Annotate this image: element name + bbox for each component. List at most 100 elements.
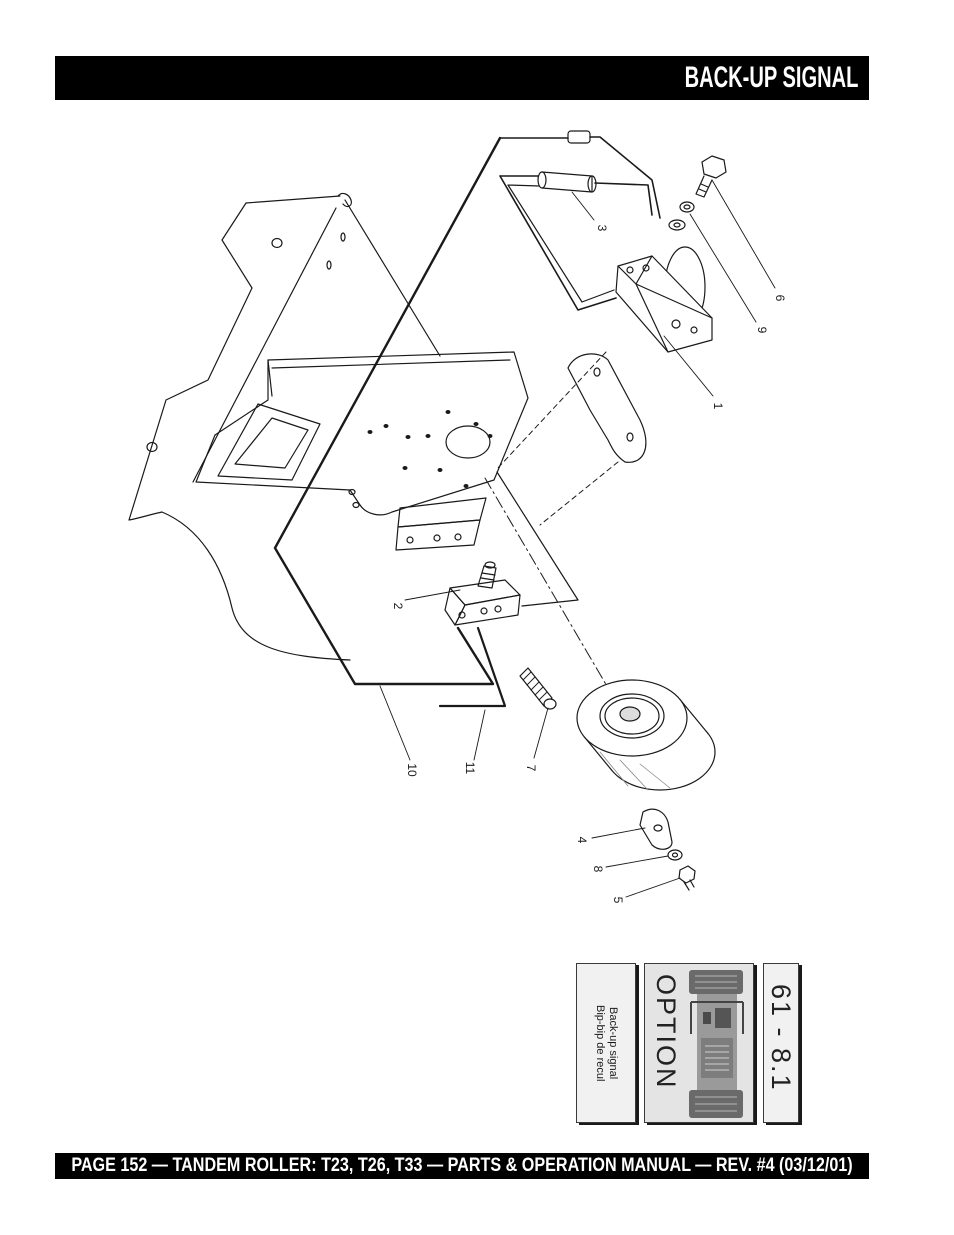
callout-8: 8 — [591, 866, 605, 873]
frame-hole — [326, 260, 332, 270]
option-description: Back-up signal Bip-bip de recul — [593, 1005, 619, 1081]
center-line — [484, 477, 629, 723]
frame-outline — [128, 195, 351, 661]
screw-5 — [678, 865, 696, 891]
callout-11: 11 — [463, 762, 477, 775]
wire-10 — [273, 136, 502, 686]
washer-8 — [667, 849, 683, 861]
callout-10: 10 — [405, 763, 419, 777]
footer-text: PAGE 152 — TANDEM ROLLER: T23, T26, T33 … — [71, 1155, 853, 1176]
plate-lip — [267, 359, 511, 397]
plate-hole — [473, 422, 479, 426]
callout-2: 2 — [391, 603, 405, 610]
washer-hole — [673, 222, 681, 228]
bracket-hole — [593, 367, 601, 377]
plate-large-hole — [445, 425, 491, 459]
horn-center-hole — [619, 706, 641, 722]
wire-connector — [567, 130, 591, 144]
clip-hole — [653, 824, 663, 832]
page-title: BACK-UP SIGNAL — [684, 61, 858, 94]
horn-ring — [599, 693, 665, 739]
switch-plunger-thread — [480, 572, 496, 581]
leader-1 — [663, 335, 714, 397]
alarm-hole — [671, 319, 681, 329]
callout-9: 9 — [755, 327, 769, 334]
curved-bracket — [567, 353, 647, 463]
plate-hole — [425, 434, 431, 438]
alarm-hole — [642, 264, 650, 272]
assembly-line — [539, 461, 619, 526]
description-french: Bip-bip de recul — [594, 1004, 606, 1082]
plate-window-inner — [234, 417, 309, 469]
header-bar: BACK-UP SIGNAL — [55, 56, 869, 100]
leader-10 — [379, 685, 411, 761]
switch-plunger-tip — [484, 561, 496, 569]
roller-seat — [715, 1008, 731, 1028]
leader-5 — [625, 877, 681, 898]
leader-3 — [571, 191, 595, 221]
plate-hole — [437, 468, 443, 472]
callout-4: 4 — [575, 837, 589, 844]
clip-body — [639, 808, 673, 850]
leader-8 — [605, 855, 669, 868]
washer — [679, 201, 695, 213]
leader-7 — [533, 707, 549, 759]
assembly-line — [495, 351, 607, 471]
bolt-thread — [698, 183, 709, 193]
plate-hole — [405, 435, 411, 439]
switch-front — [454, 594, 521, 626]
option-label-panel: OPTION — [644, 963, 754, 1123]
bolt-head — [701, 155, 727, 179]
roller-steering — [703, 1012, 711, 1024]
lower-block — [395, 497, 487, 551]
plate-window — [217, 403, 321, 481]
frame-fold — [192, 207, 337, 483]
switch-hole — [494, 605, 502, 613]
parts-diagram: 3 6 9 1 2 10 11 7 4 8 5 — [128, 130, 787, 904]
mounting-plate — [195, 351, 529, 516]
frame-hole — [146, 441, 158, 453]
horn-shading — [599, 751, 671, 791]
plate-hole — [463, 484, 469, 488]
washer-9 — [668, 201, 695, 231]
roller-rops — [690, 1001, 744, 1034]
plate-hole — [383, 424, 389, 428]
wire-top-right — [589, 136, 661, 219]
plate-outline — [195, 351, 529, 516]
connector-end — [537, 171, 547, 189]
lower-block-hole — [454, 533, 462, 541]
curved-bracket-plate — [567, 353, 647, 463]
option-label: OPTION — [651, 974, 681, 1090]
description-english: Back-up signal — [607, 1006, 619, 1080]
bolt-shank — [695, 175, 713, 198]
footer-bar: PAGE 152 — TANDEM ROLLER: T23, T26, T33 … — [55, 1153, 869, 1179]
bolt-7 — [519, 667, 557, 710]
switch-hole — [480, 607, 488, 615]
callout-7: 7 — [524, 765, 538, 772]
plate-holes — [367, 410, 493, 488]
bolt-6 — [695, 155, 727, 198]
washer-hole — [671, 852, 679, 858]
connector-3 — [537, 171, 597, 193]
frame-bracket — [128, 192, 441, 661]
switch-side — [444, 587, 466, 626]
plate-hole — [402, 466, 408, 470]
plate-hole — [348, 488, 356, 496]
roller-illustration — [689, 970, 744, 1118]
frame-edge — [344, 199, 441, 357]
wire-loop-inner — [507, 184, 615, 303]
lower-block-hole — [433, 534, 441, 542]
kit-number: 61 - 8.1 — [766, 984, 796, 1092]
leader-4 — [591, 827, 646, 839]
roller-drum-rear-lines — [695, 1096, 737, 1112]
callout-1: 1 — [711, 403, 725, 410]
connector-end — [587, 175, 597, 193]
lower-block-front — [395, 519, 481, 551]
bolt-shank — [519, 667, 553, 707]
frame-hole — [340, 232, 346, 242]
connector-body — [541, 171, 593, 193]
switch-guide-line — [496, 471, 579, 607]
callouts: 3 6 9 1 2 10 11 7 4 8 5 — [391, 225, 787, 904]
screw-shank — [683, 879, 695, 891]
callout-6: 6 — [773, 295, 787, 302]
